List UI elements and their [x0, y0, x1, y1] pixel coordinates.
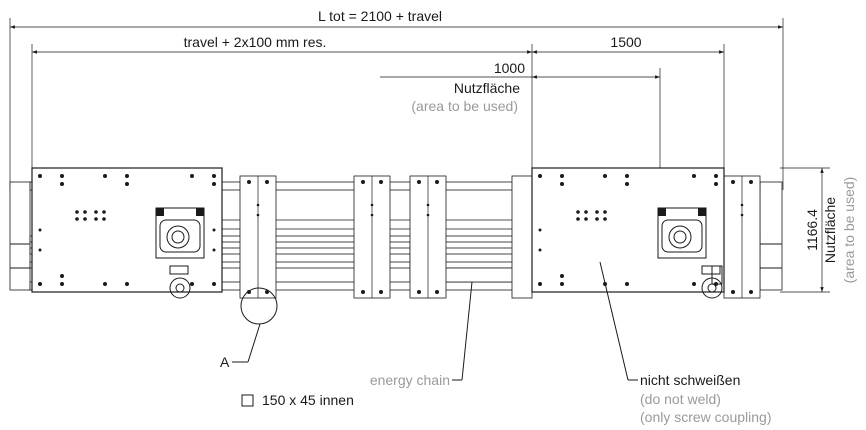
square-section-icon: [241, 394, 254, 407]
detail-a-marker: [232, 287, 278, 363]
right-carriage-plate: [531, 167, 725, 299]
height-area-label-en: (area to be used): [841, 177, 857, 284]
dim-height-value: 1166.4: [804, 209, 820, 251]
energy-chain-label: energy chain: [370, 372, 450, 388]
usable-area-label-en: (area to be used): [411, 98, 518, 114]
left-carriage-plate: [31, 167, 223, 299]
no-weld-leader: [599, 261, 638, 381]
dim-right-span: 1500: [610, 34, 641, 50]
dim-total-length: L tot = 2100 + travel: [318, 8, 442, 24]
dim-usable-length: 1000: [494, 60, 525, 76]
screw-coupling-note: (only screw coupling): [640, 409, 772, 425]
no-weld-label-en: (do not weld): [640, 391, 721, 407]
dimension-lines: [9, 18, 830, 293]
usable-area-label: Nutzfläche: [454, 80, 520, 96]
no-weld-label: nicht schweißen: [640, 372, 740, 388]
linear-axis-frame: [9, 181, 783, 291]
vertical-supports: [239, 175, 761, 299]
energy-chain-leader: [452, 281, 473, 381]
dim-travel: travel + 2x100 mm res.: [184, 34, 327, 50]
detail-marker-label: A: [220, 354, 230, 370]
height-area-label: Nutzfläche: [822, 197, 838, 263]
energy-chain-size: 150 x 45 innen: [262, 392, 354, 408]
